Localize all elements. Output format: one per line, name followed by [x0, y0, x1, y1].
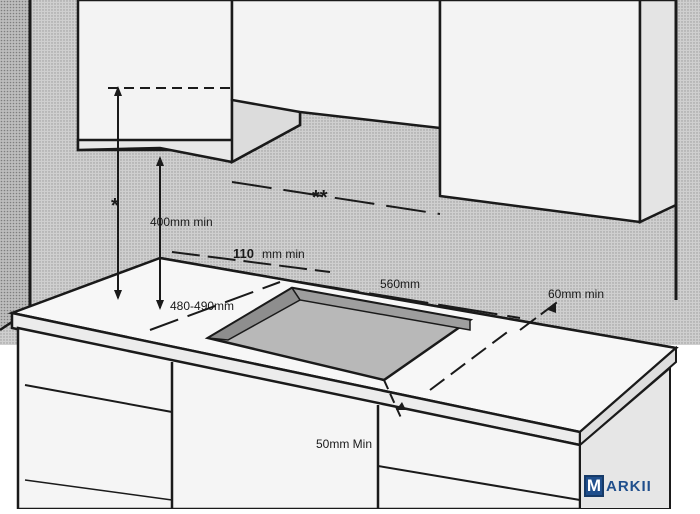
- label-star-double: **: [312, 187, 328, 209]
- label-cooktop-front: 50mm Min: [316, 437, 372, 451]
- wall-cabinet-right: [438, 0, 678, 224]
- watermark-initial: M: [584, 475, 604, 497]
- label-star-single: *: [111, 195, 119, 217]
- label-side-clearance: 60mm min: [548, 287, 604, 301]
- cooktop-cutout: [204, 286, 474, 382]
- watermark-text: ARKII: [606, 477, 652, 495]
- label-hood-height: 400mm min: [150, 215, 213, 229]
- label-rear-unit: mm min: [262, 247, 305, 261]
- label-cutout-width: 560mm: [380, 277, 420, 291]
- watermark-logo: M ARKII: [584, 474, 652, 498]
- left-side-wall: [0, 0, 30, 330]
- wall-cabinet-left: [76, 0, 302, 165]
- dimension-lines: [108, 86, 561, 421]
- label-rear-value: 110: [233, 246, 254, 261]
- label-cutout-depth: 480-490mm: [170, 299, 234, 313]
- base-cabinets: [16, 326, 671, 511]
